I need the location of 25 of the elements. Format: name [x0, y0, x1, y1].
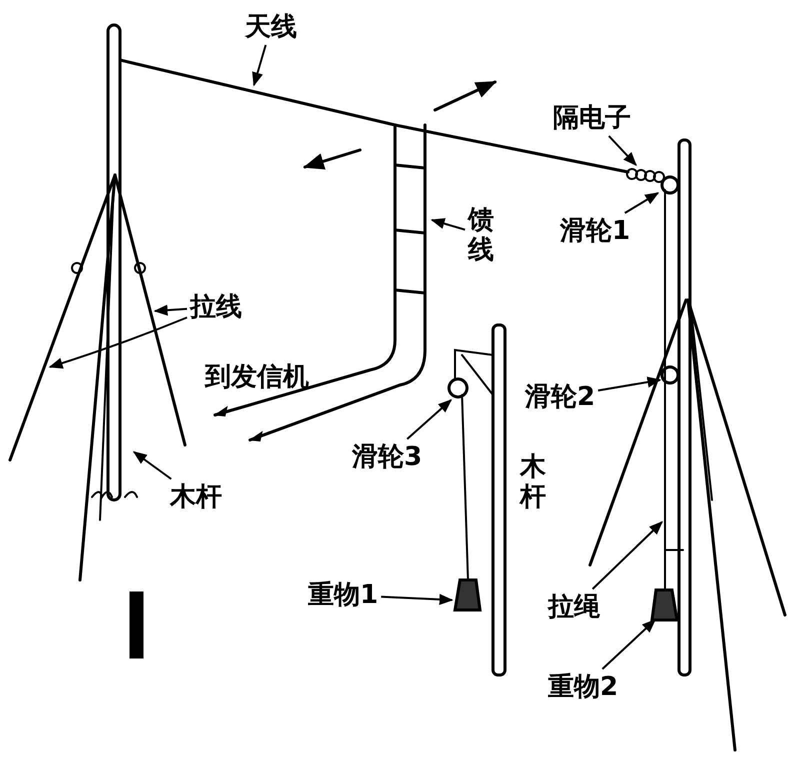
leader-line	[406, 399, 452, 440]
part-label: 重物1	[308, 580, 378, 610]
leader-line	[132, 451, 172, 480]
part-label: 滑轮1	[560, 216, 630, 246]
part-label: 重物2	[548, 672, 618, 702]
leader-line	[602, 619, 656, 670]
part-label: 拉绳	[548, 592, 600, 622]
leader-line	[598, 376, 662, 392]
leader-line	[252, 44, 267, 86]
part-label: 天线	[245, 12, 297, 42]
part-label: 馈线	[468, 205, 498, 265]
part-label: 滑轮2	[525, 382, 596, 412]
leader-line	[624, 192, 660, 214]
leader-line	[430, 218, 466, 231]
part-label: 木杆	[520, 452, 547, 512]
leader-line	[608, 135, 637, 166]
leader-line	[48, 316, 188, 369]
part-label: 拉线	[190, 292, 242, 322]
part-label: 滑轮3	[352, 442, 422, 472]
leader-line	[381, 594, 454, 605]
leader-line	[154, 304, 188, 316]
part-label: 隔电子	[553, 103, 631, 133]
part-label: 到发信机	[205, 362, 309, 392]
part-label: 木杆	[170, 482, 222, 512]
leader-line	[592, 521, 663, 590]
